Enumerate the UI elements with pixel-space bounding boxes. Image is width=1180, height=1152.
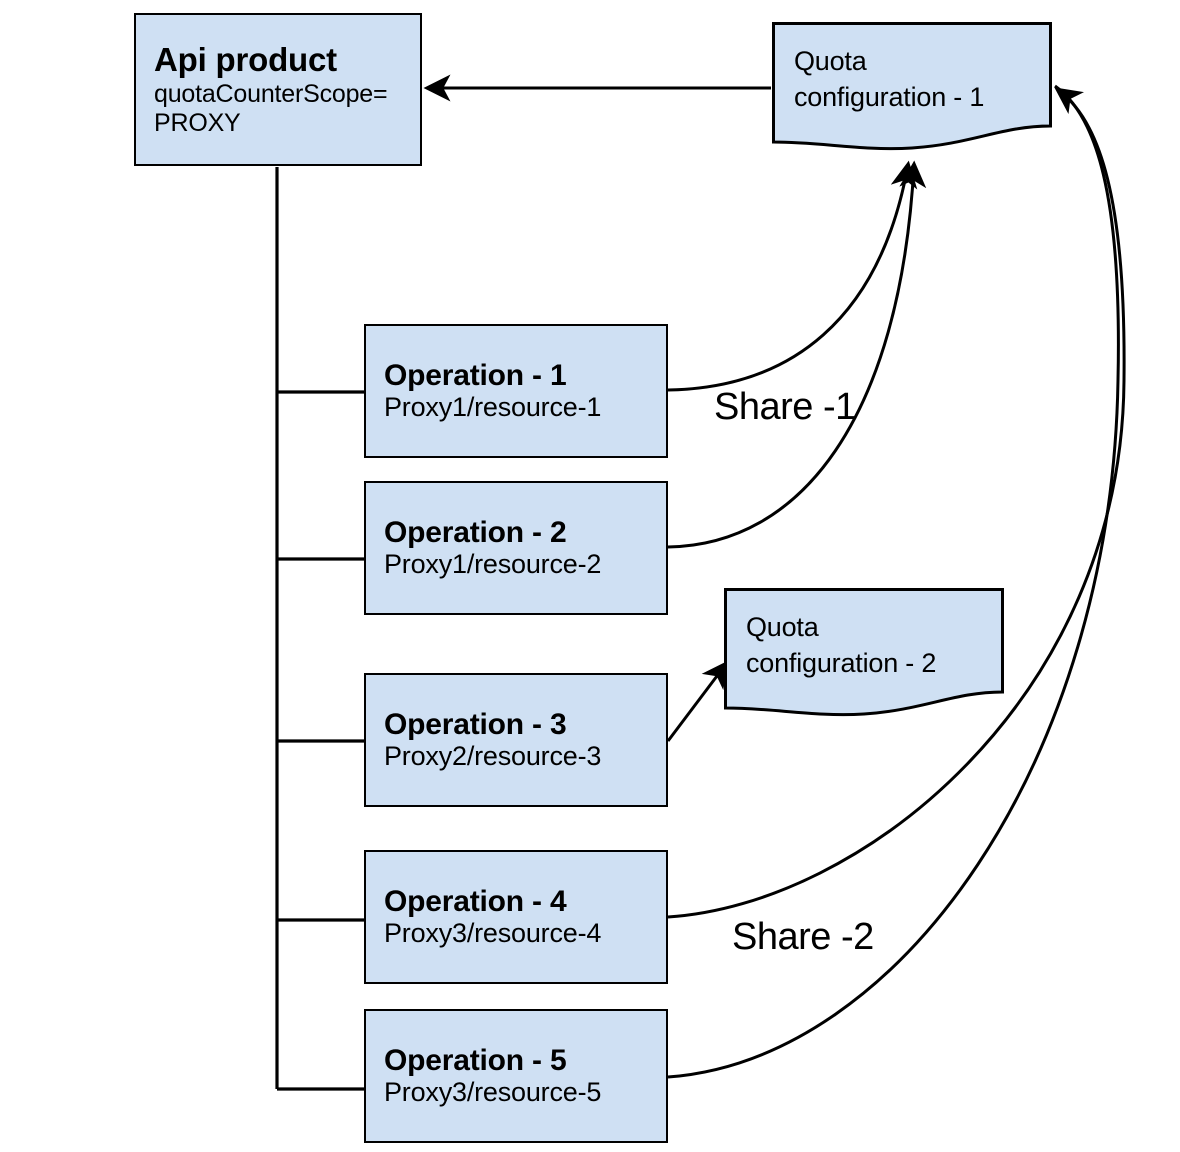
node-operation-4-title: Operation - 4 <box>384 884 567 918</box>
node-operation-5[interactable]: Operation - 5 Proxy3/resource-5 <box>364 1009 668 1143</box>
node-operation-4-subtitle: Proxy3/resource-4 <box>384 918 602 949</box>
node-operation-1-subtitle: Proxy1/resource-1 <box>384 392 602 423</box>
node-api-product-subtitle: quotaCounterScope= PROXY <box>154 80 388 137</box>
edge-label-share-1: Share -1 <box>714 386 856 428</box>
node-operation-4[interactable]: Operation - 4 Proxy3/resource-4 <box>364 850 668 984</box>
edge-operation-3-to-quota2 <box>666 660 729 742</box>
node-operation-3-subtitle: Proxy2/resource-3 <box>384 741 602 772</box>
node-operation-5-title: Operation - 5 <box>384 1043 567 1077</box>
edge-operation-2-to-quota1 <box>667 160 927 549</box>
edge-operation-1-to-quota1 <box>667 160 918 392</box>
node-operation-3-title: Operation - 3 <box>384 707 567 741</box>
node-quota-configuration-2-label: Quota configuration - 2 <box>746 612 937 678</box>
document-shape <box>772 22 1052 151</box>
edge-operation-4-to-quota1 <box>667 87 1126 919</box>
node-api-product[interactable]: Api product quotaCounterScope= PROXY <box>134 13 422 166</box>
node-operation-1-title: Operation - 1 <box>384 358 567 392</box>
node-operation-1[interactable]: Operation - 1 Proxy1/resource-1 <box>364 324 668 458</box>
node-operation-3[interactable]: Operation - 3 Proxy2/resource-3 <box>364 673 668 807</box>
node-operation-2-title: Operation - 2 <box>384 515 567 549</box>
node-operation-2[interactable]: Operation - 2 Proxy1/resource-2 <box>364 481 668 615</box>
document-shape <box>724 588 1004 717</box>
node-quota-configuration-2[interactable]: Quota configuration - 2 <box>724 588 1004 720</box>
node-api-product-title: Api product <box>154 40 337 78</box>
node-operation-5-subtitle: Proxy3/resource-5 <box>384 1077 602 1108</box>
node-quota-configuration-1-label: Quota configuration - 1 <box>794 46 985 112</box>
edge-label-share-2: Share -2 <box>732 916 874 958</box>
node-quota-configuration-1[interactable]: Quota configuration - 1 <box>772 22 1052 154</box>
node-operation-2-subtitle: Proxy1/resource-2 <box>384 549 602 580</box>
